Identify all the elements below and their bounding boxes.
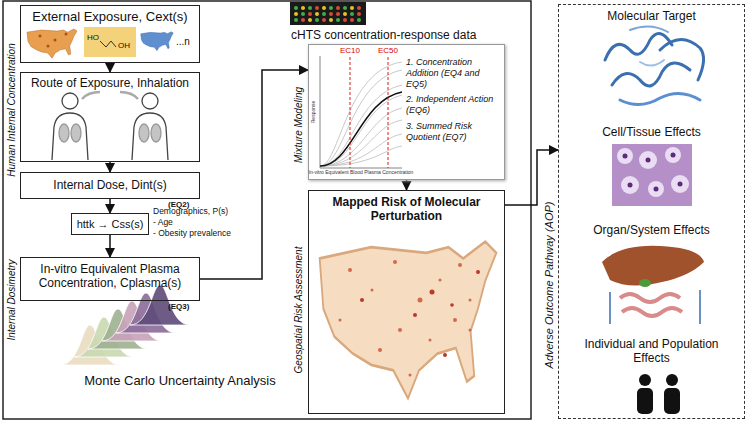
node-text: External Exposure, Cext(s) (25, 9, 195, 24)
map-box: Mapped Risk of Molecular Perturbation (308, 190, 505, 414)
section-label: Adverse Outcome Pathway (AOP) (543, 202, 555, 369)
node-text: In-vitro Equivalent Plasma Concentration… (27, 262, 193, 291)
person-figure (52, 92, 168, 160)
node-text: 2. Independent Action (EQ6) (406, 94, 501, 116)
annotation-label: ...n (176, 36, 190, 47)
section-label: Response (311, 101, 317, 124)
response-chart (320, 56, 402, 168)
annotation-label: OH (118, 42, 130, 51)
assay-plate (290, 2, 366, 25)
section-label: Mixture Modeling (293, 87, 304, 163)
httk-box: httk → Css(s) (71, 213, 149, 235)
node-text: 3. Summed Risk Quotient (EQ7) (406, 121, 501, 143)
distribution-curves (60, 285, 190, 365)
node-text: Molecular Target (559, 9, 744, 23)
route-box: Route of Exposure, Inhalation (20, 72, 200, 162)
annotation-label: Demographics, P(s) (153, 207, 228, 216)
main-panel (3, 1, 531, 419)
tissue-image (612, 144, 692, 206)
annotation-label: (EQ3) (168, 303, 189, 312)
connector-arrow (406, 180, 408, 190)
annotation-label: EC50 (378, 47, 398, 56)
exposure-box: External Exposure, Cext(s) (20, 5, 200, 63)
connector-arrow (109, 235, 111, 257)
node-text: Organ/System Effects (559, 223, 744, 237)
connector-arrow (200, 70, 308, 279)
protein-structure (605, 26, 704, 104)
section-label: Internal Dosimetry (6, 259, 17, 340)
node-text: cHTS concentration-response data (291, 28, 476, 42)
node-text: httk → Css(s) (75, 218, 145, 230)
connector-arrow (109, 63, 111, 72)
exposure-map (27, 27, 173, 58)
population-figure (637, 374, 680, 414)
plasma-box: In-vitro Equivalent Plasma Concentration… (20, 257, 200, 301)
node-text: Route of Exposure, Inhalation (25, 76, 195, 90)
connector-arrow (505, 150, 558, 205)
annotation-label: EC10 (340, 47, 360, 56)
connector-arrow (109, 199, 111, 213)
section-label: Human Internal Concentration (6, 43, 17, 176)
risk-map (320, 242, 497, 399)
node-text: Internal Dose, Dint(s) (25, 178, 195, 192)
connector-arrow (109, 162, 111, 172)
annotation-label: In-vitro Equivalent Blood Plasma Concent… (309, 170, 414, 176)
annotation-label: - Age (153, 218, 173, 227)
annotation-label: Monte Carlo Uncertainty Analysis (84, 374, 275, 388)
node-text: 1. Concentration Addition (EQ4 and EQ5) (406, 57, 501, 89)
section-label: Geospatial Risk Assessment (293, 247, 304, 374)
annotation-label: - Obesity prevalence (153, 229, 231, 238)
organ-image (602, 246, 704, 324)
annotation-label: HO (87, 34, 99, 43)
chart-box: cHTS concentration-response data1. Conce… (308, 44, 505, 180)
dose-box: Internal Dose, Dint(s) (20, 172, 200, 199)
node-text: Individual and Population Effects (559, 337, 744, 366)
node-text: Mapped Risk of Molecular Perturbation (319, 195, 494, 224)
node-text: Cell/Tissue Effects (559, 125, 744, 139)
aop-box: Molecular TargetCell/Tissue EffectsOrgan… (558, 4, 745, 419)
